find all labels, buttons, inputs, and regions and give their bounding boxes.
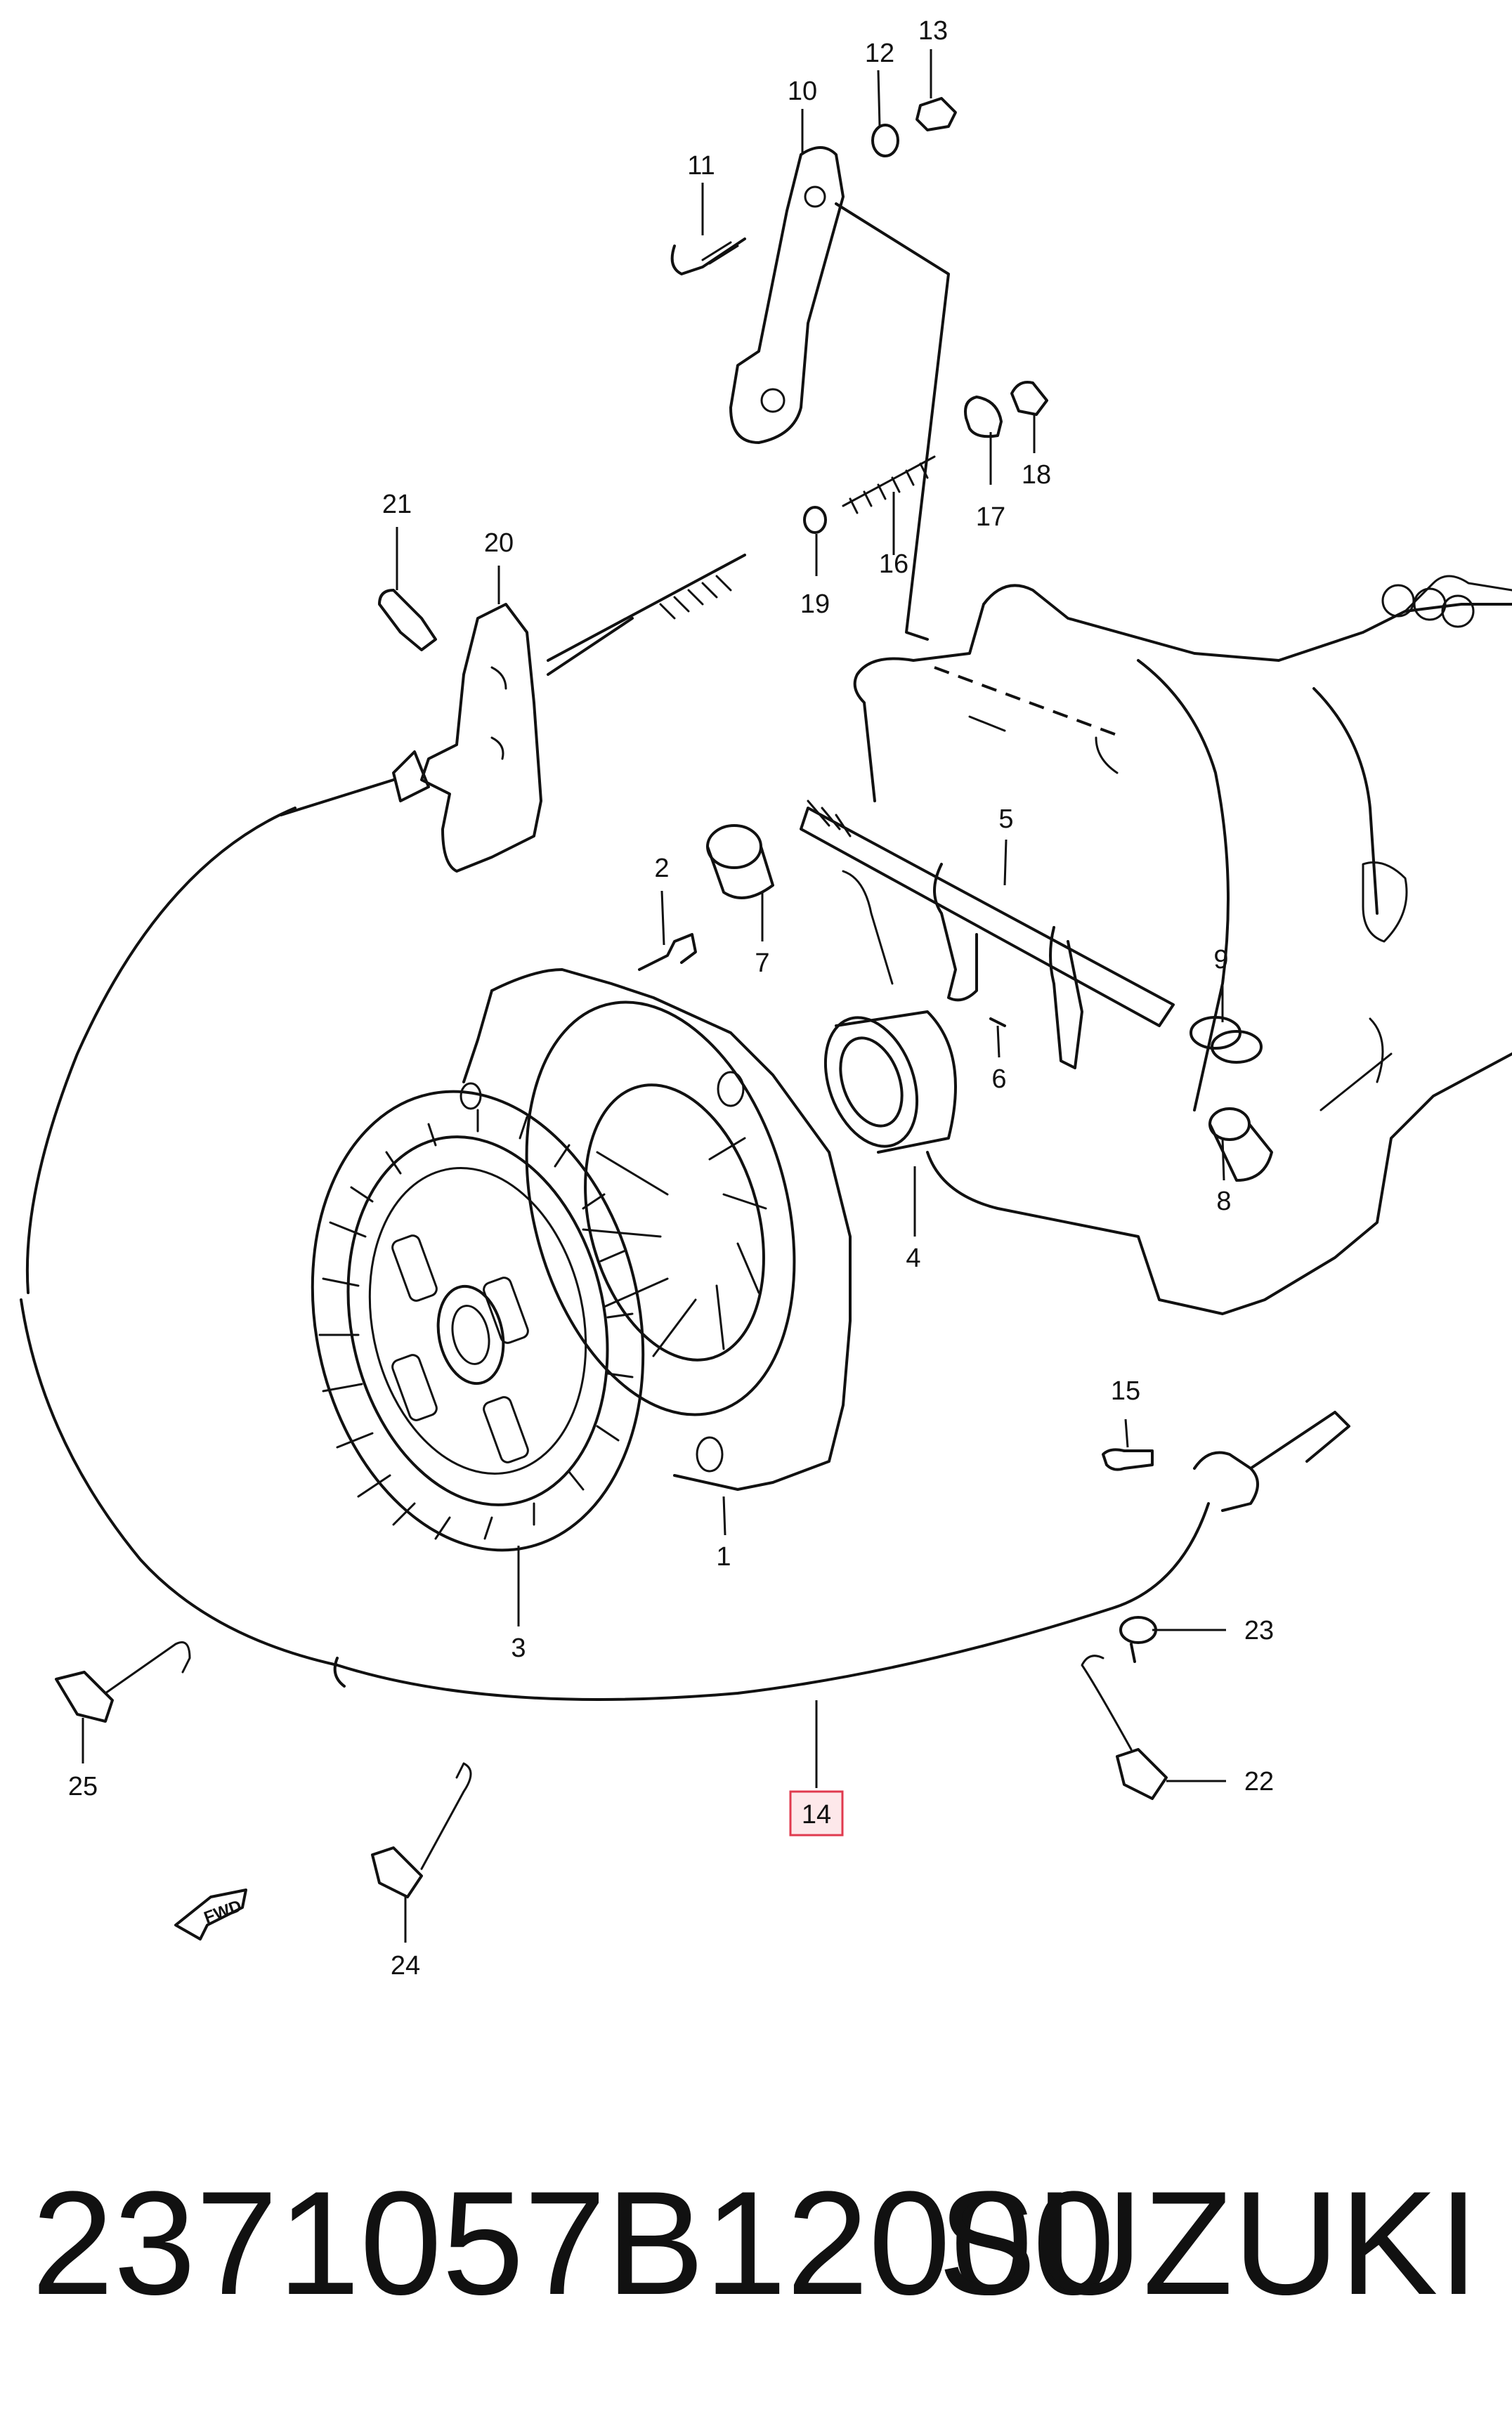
- callout-24: 24: [391, 1951, 420, 1981]
- nut-13: [915, 97, 957, 131]
- callout-17: 17: [976, 502, 1005, 532]
- callout-3: 3: [511, 1633, 526, 1663]
- bracket-20: [420, 603, 542, 873]
- bolt-11: [670, 237, 746, 275]
- callout-25: 25: [68, 1772, 98, 1801]
- callout-7: 7: [755, 948, 769, 978]
- leader-lines: [82, 49, 1226, 1943]
- bushing-8: [1208, 1107, 1273, 1182]
- callout-2: 2: [654, 854, 669, 883]
- pin-6: [989, 1017, 1006, 1027]
- brand-name: SUZUKI: [938, 2160, 1479, 2326]
- callout-20: 20: [484, 528, 514, 558]
- callout-21: 21: [382, 490, 412, 519]
- callout-14-box: [789, 1790, 844, 1837]
- callout-13: 13: [918, 16, 948, 46]
- release-bearing: [823, 1010, 957, 1154]
- bolt-21: [378, 589, 437, 651]
- clip-25: [55, 1641, 191, 1723]
- bracket-10: [729, 146, 845, 444]
- callout-1: 1: [716, 1542, 731, 1572]
- callout-23: 23: [1244, 1616, 1274, 1645]
- callout-15: 15: [1111, 1376, 1140, 1406]
- exploded-parts-diagram: FWD 1 2 3 4 5 6 7 8 9 10 11 12 1: [20, 16, 1512, 1981]
- washer-19: [803, 506, 827, 534]
- callout-9: 9: [1213, 945, 1228, 974]
- callout-5: 5: [998, 804, 1013, 834]
- part-number: 2371057B12000: [32, 2160, 1115, 2326]
- release-shaft: [800, 800, 1175, 1069]
- pressure-plate: [460, 968, 852, 1491]
- fwd-label: FWD: [202, 1896, 245, 1927]
- transmission-housing: [842, 575, 1512, 1315]
- callout-6: 6: [991, 1064, 1006, 1094]
- callout-14: 14: [802, 1800, 831, 1830]
- fwd-arrow-icon: FWD: [174, 1889, 247, 1941]
- callout-8: 8: [1216, 1187, 1231, 1216]
- cushion-18: [1010, 381, 1048, 416]
- bolt-15: [1102, 1448, 1154, 1471]
- bushing-7: [706, 824, 774, 899]
- washer-12: [871, 124, 899, 157]
- callout-22: 22: [1244, 1767, 1274, 1796]
- callout-18: 18: [1022, 460, 1051, 490]
- callout-12: 12: [865, 39, 894, 68]
- footer-caption: 2371057B12000 SUZUKI: [32, 2160, 1479, 2326]
- callout-19: 19: [800, 589, 830, 619]
- bolt-2: [638, 933, 697, 971]
- callout-10: 10: [788, 77, 817, 106]
- clip-24: [371, 1762, 472, 1898]
- spring-16: [842, 455, 936, 514]
- cable-link: [835, 202, 950, 641]
- callout-14-highlight: 14: [789, 1790, 844, 1837]
- cable-assembly: [20, 554, 1350, 1701]
- cushion-17: [964, 396, 1003, 438]
- clutch-disc: [311, 1090, 645, 1552]
- bolt-23: [1119, 1616, 1157, 1663]
- clip-22: [1081, 1655, 1168, 1800]
- callout-11: 11: [687, 151, 715, 181]
- callout-16: 16: [879, 549, 908, 579]
- callout-4: 4: [906, 1244, 920, 1273]
- seal-9: [1190, 1016, 1263, 1064]
